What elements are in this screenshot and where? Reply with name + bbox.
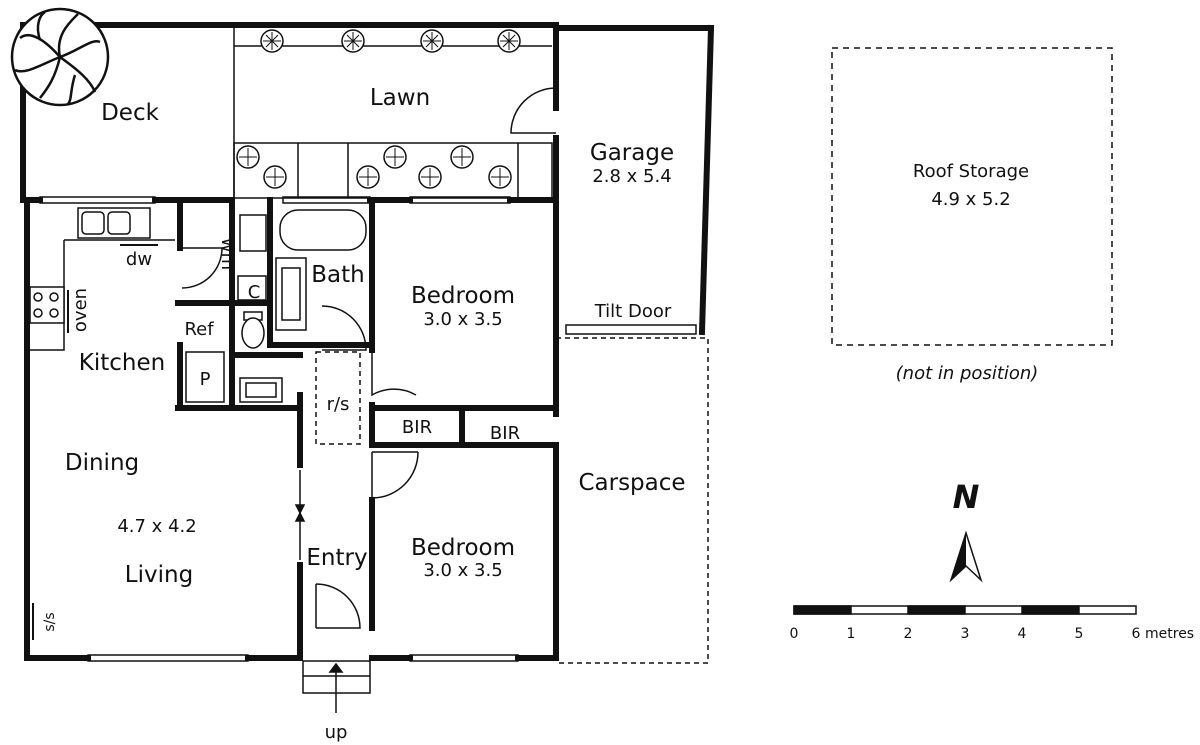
cupboard-label: C xyxy=(248,282,261,303)
garage-size: 2.8 x 5.4 xyxy=(592,166,671,187)
living-label: Living xyxy=(125,562,193,588)
bedroom2-label: Bedroom xyxy=(411,535,515,561)
walls xyxy=(20,22,715,661)
windows xyxy=(39,196,697,662)
oven-label: oven xyxy=(70,288,91,332)
scale-tick-4: 4 xyxy=(1018,626,1027,642)
up-label: up xyxy=(325,722,348,743)
roof-storage-note: (not in position) xyxy=(896,363,1039,384)
carspace-outline xyxy=(556,337,709,664)
tree-icon xyxy=(10,7,110,107)
scale-bar xyxy=(793,605,1137,615)
deck-label: Deck xyxy=(101,100,160,126)
bir1-label: BIR xyxy=(402,417,432,438)
roof-storage-size: 4.9 x 5.2 xyxy=(931,189,1010,210)
dishwasher-label: dw xyxy=(126,249,152,270)
bedroom2-size: 3.0 x 3.5 xyxy=(423,560,502,581)
scale-ticks: 0 1 2 3 4 5 6 metres xyxy=(790,626,1195,642)
north-label: N xyxy=(953,478,980,516)
bir2-label: BIR xyxy=(490,423,520,444)
robe-label: r/s xyxy=(327,394,350,415)
scale-tick-0: 0 xyxy=(790,626,799,642)
ref-label: Ref xyxy=(184,319,214,340)
scale-tick-6: 6 xyxy=(1132,626,1141,642)
pantry-label: P xyxy=(200,369,211,390)
scale-tick-3: 3 xyxy=(961,626,970,642)
ss-label: s/s xyxy=(42,612,58,631)
washing-machine-label: wm xyxy=(217,238,238,270)
scale-tick-2: 2 xyxy=(904,626,913,642)
bedroom1-label: Bedroom xyxy=(411,283,515,309)
fixtures xyxy=(29,207,367,640)
scale-unit: metres xyxy=(1145,626,1194,642)
tilt-door-label: Tilt Door xyxy=(594,301,672,322)
carspace-label: Carspace xyxy=(578,470,685,496)
scale-tick-5: 5 xyxy=(1075,626,1084,642)
scale-tick-1: 1 xyxy=(847,626,856,642)
garage-label: Garage xyxy=(590,140,674,166)
roof-storage-label: Roof Storage xyxy=(913,161,1029,182)
living-size: 4.7 x 4.2 xyxy=(117,516,196,537)
dining-label: Dining xyxy=(65,450,139,476)
kitchen-label: Kitchen xyxy=(79,350,165,376)
lawn-label: Lawn xyxy=(370,85,430,111)
entry-label: Entry xyxy=(306,545,367,571)
bedroom1-size: 3.0 x 3.5 xyxy=(423,309,502,330)
doors xyxy=(181,87,557,629)
entry-steps xyxy=(302,660,371,713)
bath-label: Bath xyxy=(311,262,364,288)
entry-arrows xyxy=(294,470,306,560)
roof-storage-outline xyxy=(831,47,1113,346)
compass: N xyxy=(949,478,983,583)
robe-storage xyxy=(315,351,361,445)
